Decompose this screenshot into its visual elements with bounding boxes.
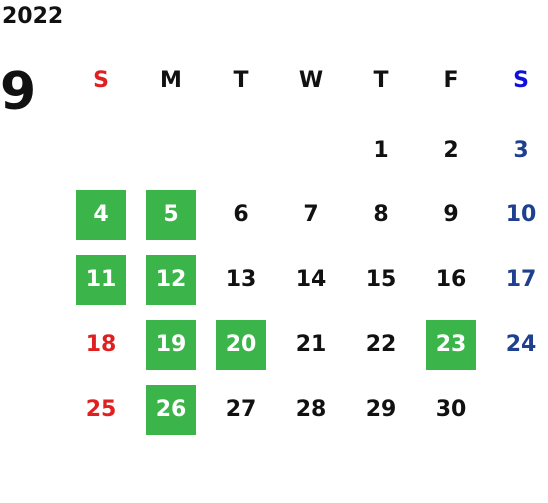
day-number: 4 (93, 202, 109, 227)
day-cell: 1 (346, 126, 416, 176)
day-highlight (146, 385, 196, 435)
day-cell: 22 (346, 320, 416, 370)
day-cell-saturday: 17 (486, 255, 548, 305)
weekday-header-fri: F (443, 68, 459, 93)
day-highlight (76, 255, 126, 305)
day-highlight (216, 320, 266, 370)
day-number: 24 (505, 332, 537, 357)
day-number: 8 (373, 202, 389, 227)
day-cell-highlighted: 4 (66, 190, 136, 240)
year-label: 2022 (2, 4, 64, 29)
day-number: 23 (435, 332, 467, 357)
day-number: 5 (163, 202, 179, 227)
day-cell-highlighted: 23 (416, 320, 486, 370)
day-number: 30 (435, 397, 467, 422)
day-highlight (146, 255, 196, 305)
day-cell-highlighted: 26 (136, 385, 206, 435)
day-number: 29 (365, 397, 397, 422)
day-cell-sunday: 18 (66, 320, 136, 370)
day-cell: 16 (416, 255, 486, 305)
day-number: 25 (85, 397, 117, 422)
day-number: 1 (373, 138, 389, 163)
day-cell: 14 (276, 255, 346, 305)
day-cell: 9 (416, 190, 486, 240)
day-number: 26 (155, 397, 187, 422)
weekday-header-sun: S (93, 68, 109, 93)
day-number: 10 (505, 202, 537, 227)
day-cell-sunday: 25 (66, 385, 136, 435)
day-cell-saturday (486, 385, 548, 435)
day-number: 7 (303, 202, 319, 227)
day-cell-saturday: 10 (486, 190, 548, 240)
day-cell: 6 (206, 190, 276, 240)
day-cell-saturday: 24 (486, 320, 548, 370)
day-highlight (426, 320, 476, 370)
day-number: 6 (233, 202, 249, 227)
day-number: 9 (443, 202, 459, 227)
day-number: 19 (155, 332, 187, 357)
day-highlight (146, 320, 196, 370)
day-number: 17 (505, 267, 537, 292)
day-cell (276, 126, 346, 176)
day-number: 14 (295, 267, 327, 292)
day-cell-highlighted: 19 (136, 320, 206, 370)
weekday-header-thu: T (373, 68, 389, 93)
day-cell: 29 (346, 385, 416, 435)
day-cell-highlighted: 12 (136, 255, 206, 305)
day-highlight (146, 190, 196, 240)
day-cell: 28 (276, 385, 346, 435)
day-number: 2 (443, 138, 459, 163)
weekday-header-sat: S (513, 68, 529, 93)
day-number: 22 (365, 332, 397, 357)
day-number: 11 (85, 267, 117, 292)
month-number: 9 (0, 62, 37, 122)
weekday-header-mon: M (160, 68, 182, 93)
calendar-grid: S M T W T F S 1 2 3 4 5 6 7 8 9 10 11 12… (66, 0, 548, 503)
day-cell: 8 (346, 190, 416, 240)
day-cell: 7 (276, 190, 346, 240)
day-cell (136, 126, 206, 176)
weekday-header-wed: W (298, 68, 324, 93)
day-number: 13 (225, 267, 257, 292)
day-cell: 2 (416, 126, 486, 176)
day-number: 3 (513, 138, 529, 163)
day-number: 15 (365, 267, 397, 292)
day-highlight (76, 190, 126, 240)
day-cell: 30 (416, 385, 486, 435)
day-cell (206, 126, 276, 176)
day-cell: 15 (346, 255, 416, 305)
day-cell-highlighted: 11 (66, 255, 136, 305)
day-number: 18 (85, 332, 117, 357)
day-cell-highlighted: 20 (206, 320, 276, 370)
day-number: 27 (225, 397, 257, 422)
day-cell (66, 126, 136, 176)
day-number: 28 (295, 397, 327, 422)
day-number: 16 (435, 267, 467, 292)
day-cell: 21 (276, 320, 346, 370)
weekday-header-tue: T (233, 68, 249, 93)
day-cell-saturday: 3 (486, 126, 548, 176)
day-number: 20 (225, 332, 257, 357)
day-number: 21 (295, 332, 327, 357)
day-cell: 27 (206, 385, 276, 435)
day-cell-highlighted: 5 (136, 190, 206, 240)
day-cell: 13 (206, 255, 276, 305)
day-number: 12 (155, 267, 187, 292)
